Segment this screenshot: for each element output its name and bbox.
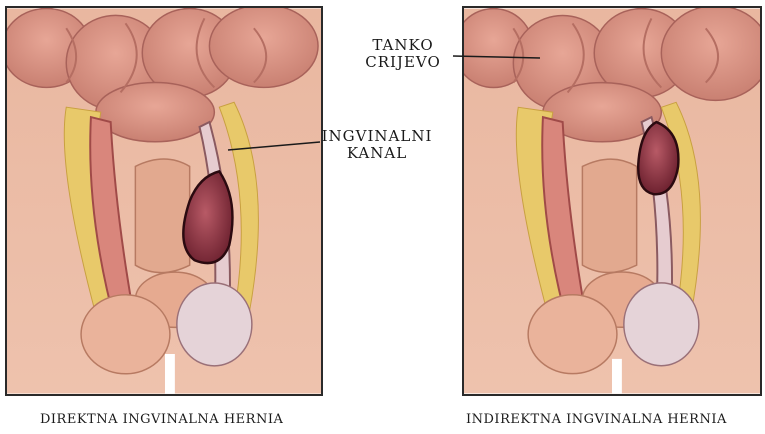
label-tanko-line2: CRIJEVO [355, 54, 451, 71]
label-ingv-line1: INGVINALNI [318, 128, 436, 145]
indirect-hernia-illustration [462, 6, 762, 396]
indirect-hernia-drawing [464, 8, 760, 394]
label-ingv-line2: KANAL [318, 145, 436, 162]
direct-hernia-drawing [7, 8, 321, 394]
caption-indirect: INDIREKTNA INGVINALNA HERNIA [466, 412, 727, 427]
direct-hernia-illustration [5, 6, 323, 396]
caption-direct: DIREKTNA INGVINALNA HERNIA [40, 412, 283, 427]
label-tanko-crijevo: TANKO CRIJEVO [355, 37, 451, 71]
label-tanko-line1: TANKO [355, 37, 451, 54]
label-ingvinalni-kanal: INGVINALNI KANAL [318, 128, 436, 162]
